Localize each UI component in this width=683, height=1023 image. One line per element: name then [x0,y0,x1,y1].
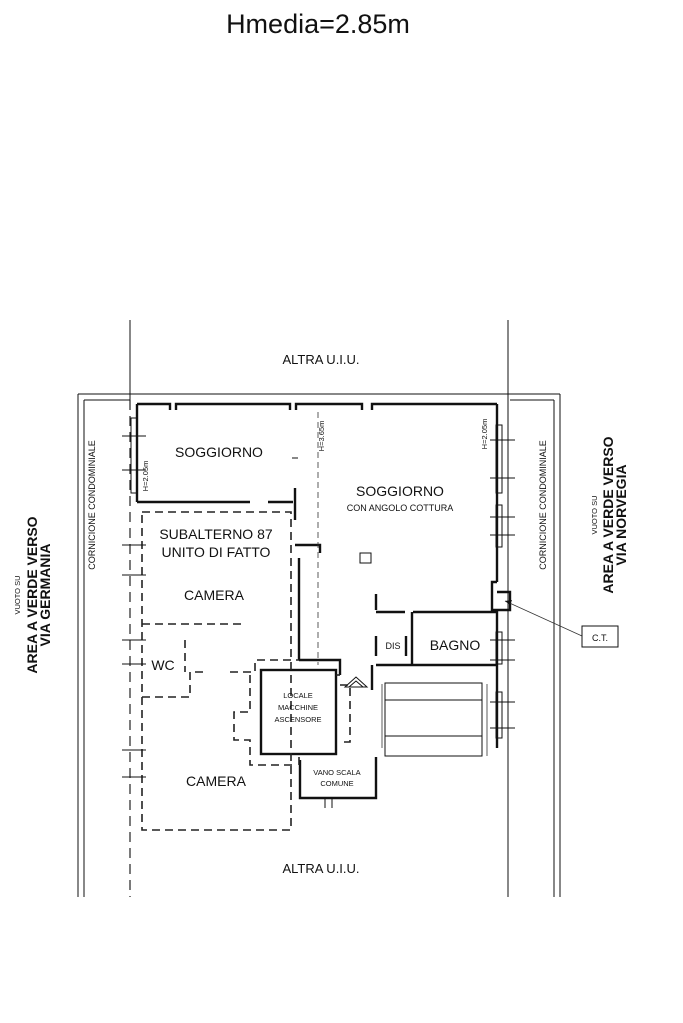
left-void-text: VUOTO SU [13,575,22,614]
room-wc: WC [151,657,174,673]
locale-line1: LOCALE [283,691,313,700]
top-neighbor-label: ALTRA U.I.U. [282,352,359,367]
window-ticks [122,417,515,778]
walls [135,402,512,808]
room-camera-lower: CAMERA [186,773,247,789]
room-soggiorno-main: SOGGIORNO [356,483,444,499]
room-soggiorno-left: SOGGIORNO [175,444,263,460]
right-void-text: VUOTO SU [590,495,599,534]
right-area-label: VUOTO SU AREA A VERDE VERSO VIA NORVEGIA [590,436,629,593]
locale-line3: ASCENSORE [274,715,321,724]
outer-lines [77,320,561,897]
cornice-left-label: CORNICIONE CONDOMINIALE [87,440,97,570]
subalterno-line2: UNITO DI FATTO [162,544,271,560]
vano-line2: COMUNE [320,779,353,788]
right-area-line1: AREA A VERDE VERSO [600,436,616,593]
ct-label: C.T. [592,633,608,643]
page-title: Hmedia=2.85m [226,9,410,39]
bottom-neighbor-label: ALTRA U.I.U. [282,861,359,876]
room-camera-upper: CAMERA [184,587,245,603]
height-left: H=2.05m [141,461,150,492]
room-bagno: BAGNO [430,637,481,653]
room-soggiorno-main-sub: CON ANGOLO COTTURA [347,503,454,513]
left-area-line2: VIA GERMANIA [37,544,53,647]
subalterno-dashed-walls [141,412,351,831]
cornice-right-label: CORNICIONE CONDOMINIALE [538,440,548,570]
locale-line2: MACCHINE [278,703,318,712]
right-area-line2: VIA NORVEGIA [613,464,629,565]
height-right: H=2.05m [480,419,489,450]
ct-callout: C.T. [504,600,619,648]
left-area-label: VUOTO SU AREA A VERDE VERSO VIA GERMANIA [13,516,53,673]
subalterno-line1: SUBALTERNO 87 [159,526,273,542]
vano-line1: VANO SCALA [313,768,360,777]
height-center: H=3.65m [317,421,326,452]
room-dis: DIS [385,641,400,651]
left-area-line1: AREA A VERDE VERSO [24,516,40,673]
